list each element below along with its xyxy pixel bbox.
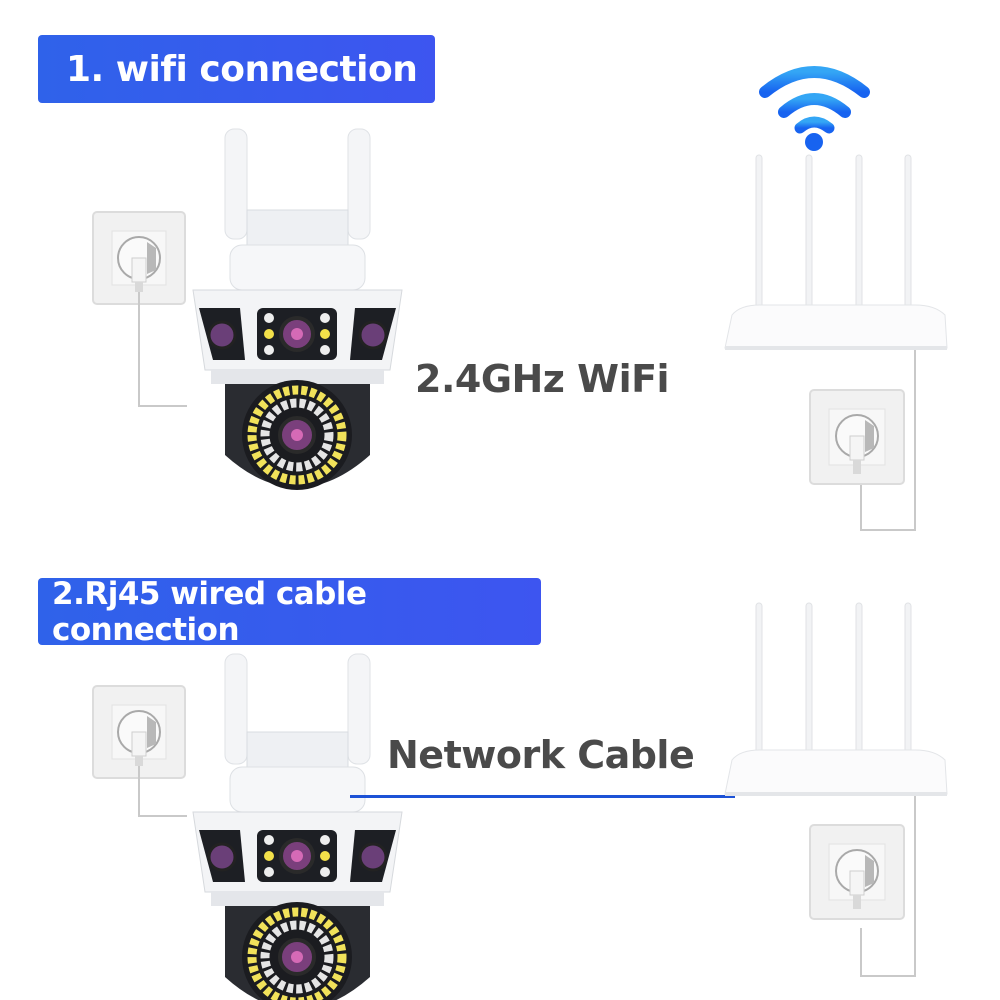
network-cable-label: Network Cable	[387, 733, 695, 777]
wifi-connection-title: 1. wifi connection	[66, 48, 418, 90]
network-cable-icon	[350, 795, 735, 798]
power-socket-icon	[809, 824, 905, 920]
camera-icon	[192, 128, 403, 490]
camera-icon	[192, 653, 403, 1000]
wired-connection-banner: 2.Rj45 wired cable connection	[38, 575, 541, 648]
wifi-signal-icon	[759, 66, 870, 151]
wired-connection-title: 2.Rj45 wired cable connection	[52, 575, 367, 648]
router-icon	[724, 154, 948, 531]
wifi-connection-banner: 1. wifi connection	[38, 35, 435, 103]
power-socket-icon	[92, 211, 187, 407]
power-socket-icon	[92, 685, 187, 817]
router-icon	[724, 602, 948, 977]
power-socket-icon	[809, 389, 905, 485]
wifi-frequency-label: 2.4GHz WiFi	[415, 357, 670, 401]
